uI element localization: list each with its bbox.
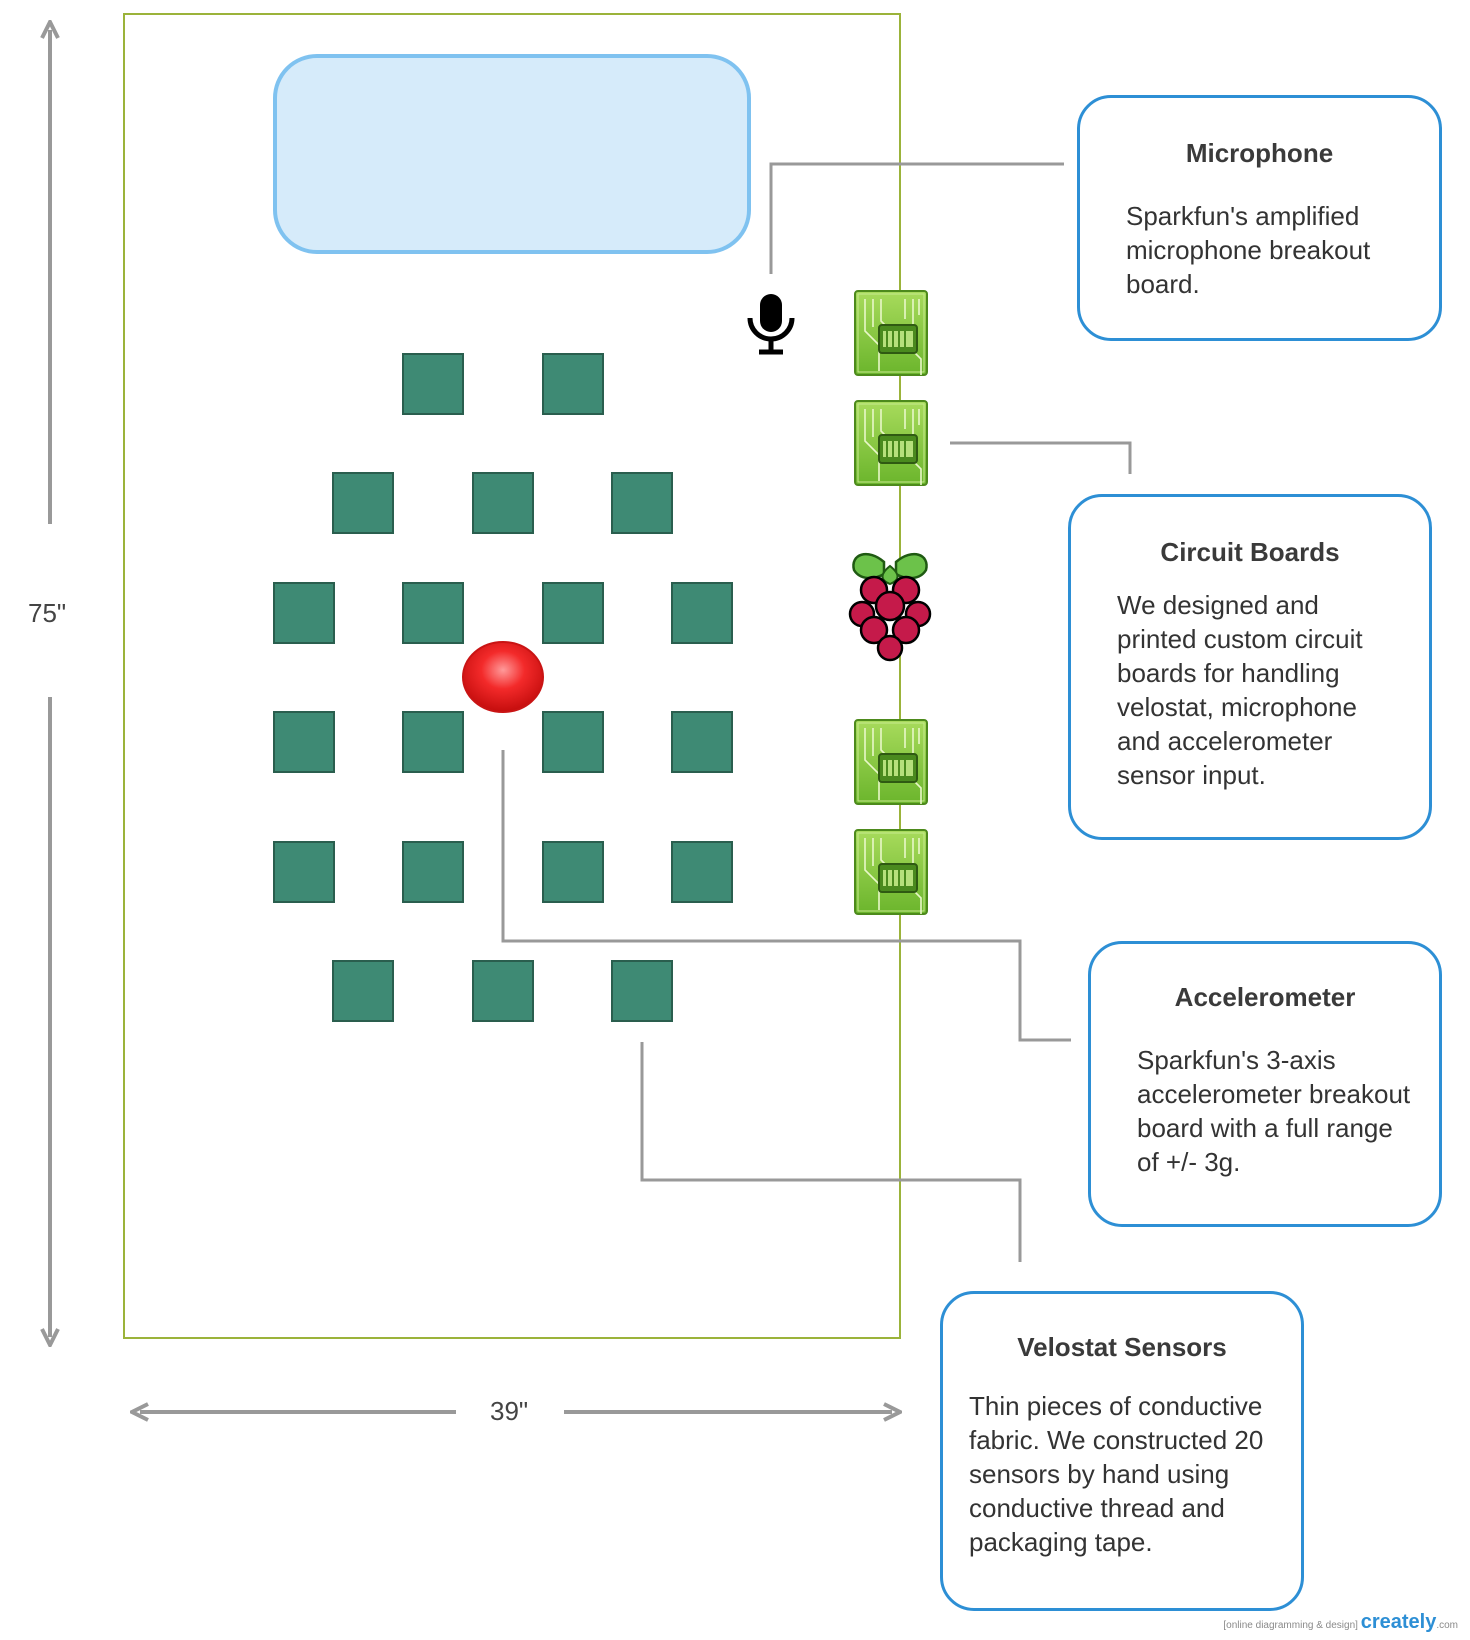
accelerometer-callout: Accelerometer Sparkfun's 3-axis accelero…: [1088, 941, 1442, 1227]
velostat-sensor: [273, 582, 335, 644]
velostat-sensor: [273, 711, 335, 773]
height-dimension-label: 75": [28, 598, 67, 628]
velostat-sensor: [402, 841, 464, 903]
velostat-sensor: [402, 582, 464, 644]
circuit-boards-callout: Circuit Boards We designed and printed c…: [1068, 494, 1432, 840]
velostat-callout: Velostat Sensors Thin pieces of conducti…: [940, 1291, 1304, 1611]
circuit-boards-callout-text: We designed and printed custom circuit b…: [1117, 590, 1363, 790]
velostat-sensor: [332, 960, 394, 1022]
velostat-sensor: [273, 841, 335, 903]
velostat-sensor: [611, 472, 673, 534]
watermark-tagline: [online diagramming & design]: [1223, 1620, 1358, 1631]
velostat-sensor: [402, 353, 464, 415]
velostat-sensor: [671, 711, 733, 773]
accelerometer-callout-text: Sparkfun's 3-axis accelerometer breakout…: [1137, 1045, 1411, 1177]
velostat-sensor: [472, 472, 534, 534]
velostat-sensor: [542, 841, 604, 903]
display-panel: [273, 54, 751, 254]
velostat-sensor-grid: [273, 353, 733, 1022]
velostat-sensor: [542, 582, 604, 644]
circuit-board-icon: [854, 829, 928, 915]
circuit-board-icon: [854, 719, 928, 805]
raspberry-pi-icon: [848, 552, 932, 662]
accelerometer-connector: [501, 750, 1071, 1042]
accelerometer-callout-title: Accelerometer: [1174, 982, 1356, 1012]
connector-lines: [501, 162, 1132, 1262]
velostat-connector: [640, 1042, 1022, 1262]
microphone-icon: [747, 294, 795, 355]
microphone-callout-title: Microphone: [1185, 138, 1334, 168]
circuit-board-connector: [950, 441, 1132, 474]
velostat-callout-title: Velostat Sensors: [1017, 1332, 1227, 1362]
width-dimension-label: 39": [490, 1396, 529, 1426]
velostat-callout-text: Thin pieces of conductive fabric. We con…: [969, 1391, 1264, 1557]
microphone-connector: [769, 162, 1064, 274]
velostat-sensor: [472, 960, 534, 1022]
circuit-board-icon: [854, 400, 928, 486]
velostat-sensor: [542, 353, 604, 415]
velostat-sensor: [542, 711, 604, 773]
watermark-suffix: .com: [1436, 1620, 1458, 1631]
velostat-sensor: [671, 582, 733, 644]
velostat-sensor: [402, 711, 464, 773]
accelerometer-dot: [462, 641, 544, 713]
microphone-callout: Microphone Sparkfun's amplified micropho…: [1077, 95, 1442, 341]
velostat-sensor: [611, 960, 673, 1022]
velostat-sensor: [671, 841, 733, 903]
watermark-brand: creately: [1360, 1611, 1437, 1633]
circuit-board-icon: [854, 290, 928, 376]
creately-watermark: [online diagramming & design] creately.c…: [1223, 1611, 1458, 1634]
velostat-sensor: [332, 472, 394, 534]
microphone-callout-text: Sparkfun's amplified microphone breakout…: [1126, 201, 1371, 299]
circuit-boards-callout-title: Circuit Boards: [1160, 537, 1340, 567]
